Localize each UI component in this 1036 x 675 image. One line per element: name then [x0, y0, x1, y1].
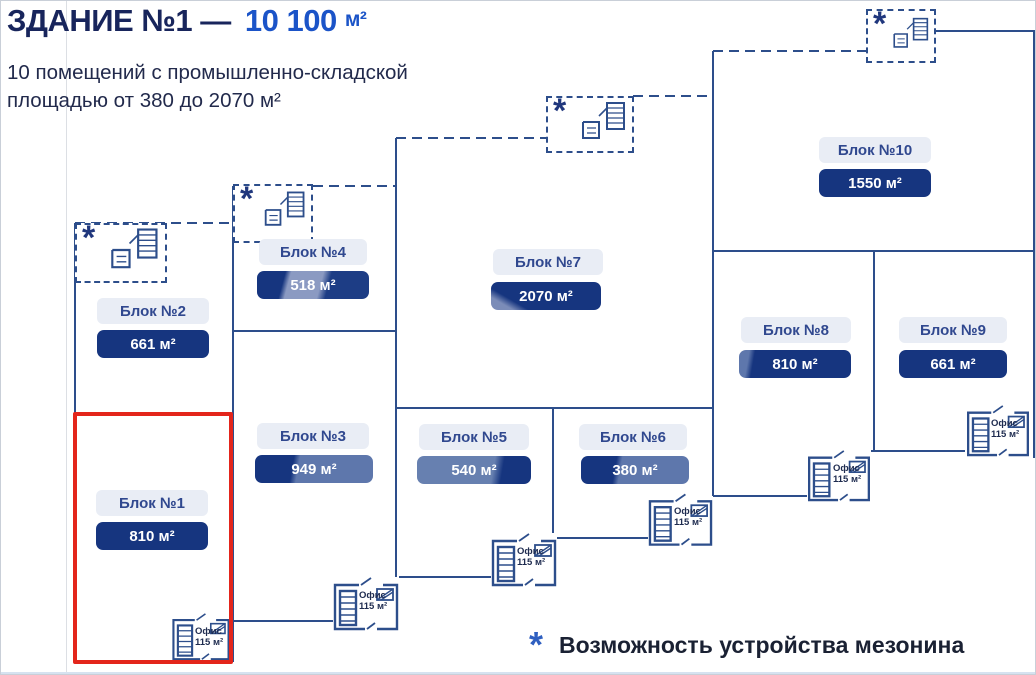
- block-4-name-tag: Блок №4: [259, 239, 367, 265]
- block-7-name-tag: Блок №7: [493, 249, 603, 275]
- office-area: 115 м²: [674, 517, 703, 528]
- office-word: Офис: [359, 590, 386, 601]
- block-10-name-tag: Блок №10: [819, 137, 931, 163]
- block-4-mezzanine-office: *: [233, 180, 313, 243]
- office-rooms-icon: [579, 99, 631, 145]
- block-1-name-tag: Блок №1: [96, 490, 208, 516]
- office-area: 115 м²: [195, 637, 224, 648]
- title-area-unit: м²: [344, 8, 367, 31]
- office-word: Офис: [833, 463, 860, 474]
- office-word: Офис: [991, 418, 1018, 429]
- subtitle-line-1: 10 помещений с промышленно-складской: [7, 61, 408, 84]
- mezzanine-asterisk-icon: *: [240, 180, 254, 218]
- block-9-area-badge: 661 м²: [899, 350, 1007, 378]
- page-bottom-edge: [1, 672, 1035, 674]
- subtitle: 10 помещений с промышленно-складской пло…: [7, 59, 408, 115]
- block-7-area-badge: 2070 м²: [491, 282, 601, 310]
- asterisk-icon: *: [529, 624, 544, 665]
- block-9-name-tag: Блок №9: [899, 317, 1007, 343]
- block-2-area-badge: 661 м²: [97, 330, 209, 358]
- block-6-name-tag: Блок №6: [579, 424, 687, 450]
- mezzanine-note: * Возможность устройства мезонина: [529, 626, 964, 664]
- office-word: Офис: [195, 626, 222, 637]
- block-6-area-badge: 380 м²: [581, 456, 689, 484]
- block-2-name-tag: Блок №2: [97, 298, 209, 324]
- block-1-highlight-box: [73, 412, 233, 664]
- block-3-name-tag: Блок №3: [257, 423, 369, 449]
- office-rooms-icon: [108, 226, 164, 274]
- block-10-mezzanine-office: *: [866, 5, 936, 63]
- mezzanine-note-text: Возможность устройства мезонина: [559, 632, 965, 658]
- mezzanine-asterisk-icon: *: [553, 92, 567, 130]
- block-1-area-badge: 810 м²: [96, 522, 208, 550]
- office-area: 115 м²: [359, 601, 388, 612]
- block-8-name-tag: Блок №8: [741, 317, 851, 343]
- office-word: Офис: [674, 506, 701, 517]
- block-2-mezzanine-office: *: [75, 219, 167, 283]
- office-area: 115 м²: [991, 429, 1020, 440]
- office-area: 115 м²: [517, 557, 546, 568]
- block-10-area-badge: 1550 м²: [819, 169, 931, 197]
- subtitle-line-2: площадью от 380 до 2070 м²: [7, 89, 281, 112]
- block-4-area-badge: 518 м²: [257, 271, 369, 299]
- page-title: ЗДАНИЕ №1 — 10 100 м²: [7, 3, 367, 39]
- block-8-area-badge: 810 м²: [739, 350, 851, 378]
- title-total-area: 10 100 м²: [244, 3, 367, 38]
- mezzanine-asterisk-icon: *: [82, 219, 96, 257]
- block-3-area-badge: 949 м²: [255, 455, 373, 483]
- block-5-name-tag: Блок №5: [419, 424, 529, 450]
- office-rooms-icon: [891, 12, 933, 56]
- office-area: 115 м²: [833, 474, 862, 485]
- block-5-area-badge: 540 м²: [417, 456, 531, 484]
- title-building: ЗДАНИЕ №1 —: [7, 3, 231, 38]
- block-7-mezzanine-office: *: [546, 92, 634, 153]
- mezzanine-asterisk-icon: *: [873, 5, 887, 43]
- office-word: Офис: [517, 546, 544, 557]
- office-rooms-icon: [262, 187, 310, 233]
- title-area-number: 10 100: [244, 3, 337, 38]
- page-fold-line: [66, 1, 67, 674]
